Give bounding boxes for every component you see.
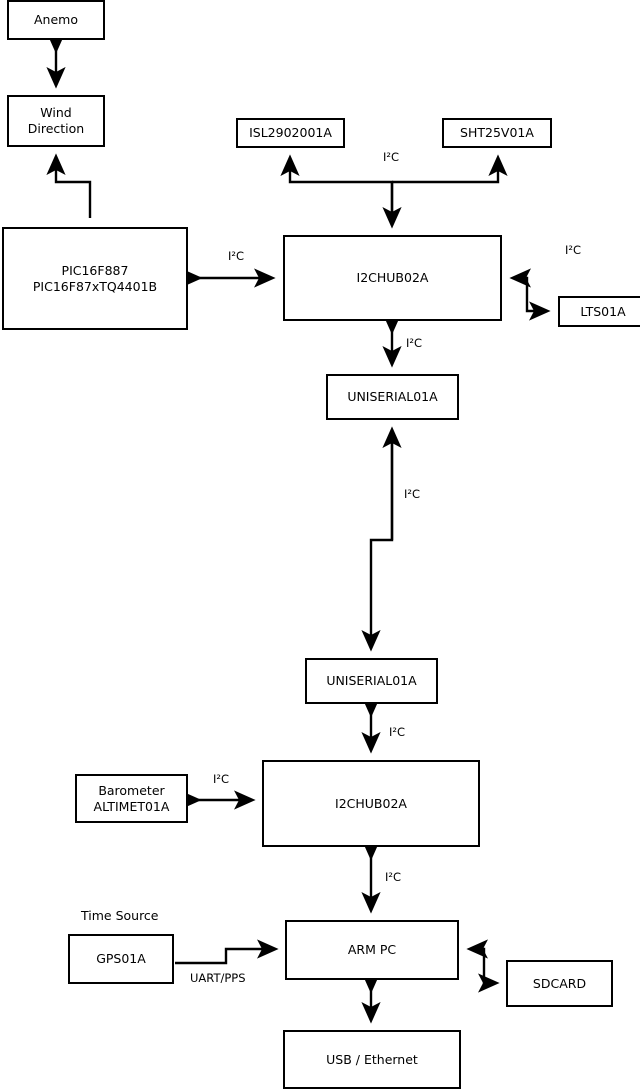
node-barometer-altimet01a[interactable]: Barometer ALTIMET01A bbox=[75, 774, 188, 823]
label-time-source: Time Source bbox=[81, 908, 159, 923]
node-isl2902001a-label: ISL2902001A bbox=[249, 125, 332, 141]
node-isl2902001a[interactable]: ISL2902001A bbox=[236, 118, 345, 148]
edge-unitop-unibot bbox=[361, 430, 394, 652]
node-i2chub02a-top-label: I2CHUB02A bbox=[356, 270, 429, 286]
edge-label-i2c-hub2-armpc: I²C bbox=[385, 870, 402, 884]
edge-label-i2c-barometer-hub2: I²C bbox=[213, 772, 230, 786]
node-sdcard-label: SDCARD bbox=[532, 975, 587, 991]
edge-label-i2c-uniserial-hub2: I²C bbox=[389, 725, 406, 739]
node-pic-mcu-label: PIC16F887 PIC16F87xTQ4401B bbox=[32, 262, 158, 294]
node-uniserial01a-top-label: UNISERIAL01A bbox=[347, 389, 438, 405]
node-lts01a[interactable]: LTS01A bbox=[558, 296, 640, 327]
node-i2chub02a-bottom-label: I2CHUB02A bbox=[335, 795, 407, 811]
edge-gps-armpc bbox=[175, 939, 279, 965]
node-gps01a-label: GPS01A bbox=[96, 951, 146, 967]
edge-label-i2c-hub-lts: I²C bbox=[565, 243, 582, 257]
node-barometer-altimet01a-label: Barometer ALTIMET01A bbox=[93, 782, 170, 814]
node-wind-direction-label: Wind Direction bbox=[27, 105, 85, 136]
node-uniserial01a-top[interactable]: UNISERIAL01A bbox=[326, 374, 459, 420]
node-arm-pc-label: ARM PC bbox=[347, 942, 397, 958]
edge-pic-wind bbox=[46, 153, 92, 218]
edge-hubtop-lts bbox=[513, 276, 551, 321]
edge-label-i2c-hub-uniserial: I²C bbox=[406, 336, 423, 350]
node-anemo-label: Anemo bbox=[34, 12, 78, 28]
edge-hubtop-bus bbox=[280, 154, 394, 225]
node-gps01a[interactable]: GPS01A bbox=[68, 934, 174, 984]
node-arm-pc[interactable]: ARM PC bbox=[285, 920, 459, 980]
node-pic-mcu[interactable]: PIC16F887 PIC16F87xTQ4401B bbox=[2, 227, 188, 330]
node-i2chub02a-top[interactable]: I2CHUB02A bbox=[283, 235, 502, 321]
node-anemo[interactable]: Anemo bbox=[7, 0, 105, 40]
edge-label-i2c-pic-hub: I²C bbox=[228, 249, 245, 263]
edge-label-uart-pps: UART/PPS bbox=[190, 971, 246, 985]
node-uniserial01a-bottom[interactable]: UNISERIAL01A bbox=[305, 658, 438, 704]
node-i2chub02a-bottom[interactable]: I2CHUB02A bbox=[262, 760, 480, 847]
edge-label-i2c-uniserial-link: I²C bbox=[404, 487, 421, 501]
node-wind-direction[interactable]: Wind Direction bbox=[7, 95, 105, 147]
node-uniserial01a-bottom-label: UNISERIAL01A bbox=[326, 673, 417, 689]
edge-armpc-sdcard bbox=[470, 947, 500, 993]
edge-label-i2c-sensor-bus: I²C bbox=[383, 150, 400, 164]
node-lts01a-label: LTS01A bbox=[580, 303, 626, 319]
edge-bus-sht bbox=[392, 154, 508, 184]
node-usb-ethernet-label: USB / Ethernet bbox=[326, 1051, 418, 1067]
node-sht25v01a[interactable]: SHT25V01A bbox=[442, 118, 552, 148]
node-usb-ethernet[interactable]: USB / Ethernet bbox=[283, 1030, 461, 1089]
node-sdcard[interactable]: SDCARD bbox=[506, 960, 613, 1007]
node-sht25v01a-label: SHT25V01A bbox=[460, 125, 534, 141]
